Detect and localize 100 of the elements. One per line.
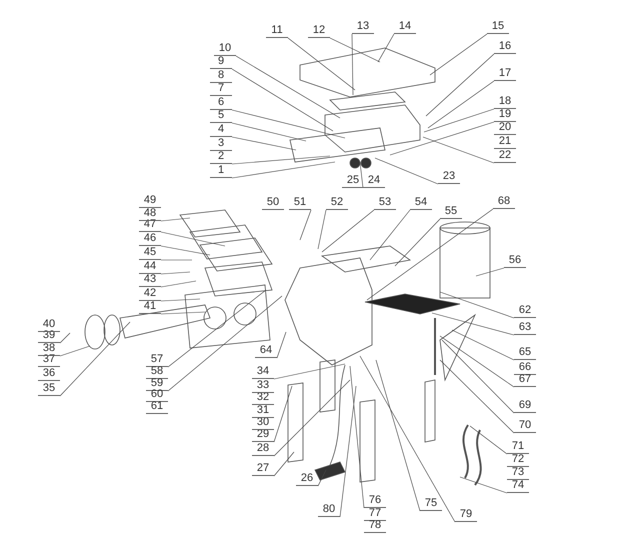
leader-line <box>160 298 200 302</box>
leader-line <box>232 122 306 142</box>
callout-number: 38 <box>38 342 60 356</box>
callout-number: 57 <box>146 353 168 367</box>
callout-number: 54 <box>410 196 432 210</box>
callout-number: 79 <box>455 508 477 522</box>
leader-line <box>424 108 494 132</box>
leader-line <box>330 38 380 62</box>
callout-number: 60 <box>146 388 168 402</box>
leader-line <box>160 272 190 274</box>
callout-number: 56 <box>504 254 526 268</box>
callout-number: 8 <box>210 69 232 83</box>
leader-line <box>460 476 508 494</box>
callout-number: 36 <box>38 367 60 381</box>
leader-line <box>352 34 354 96</box>
callout-number: 73 <box>507 466 529 480</box>
callout-number: 23 <box>438 170 460 184</box>
callout-number: 69 <box>514 399 536 413</box>
callout-number: 3 <box>210 137 232 151</box>
leader-line <box>318 210 326 250</box>
callout-number: 16 <box>494 40 516 54</box>
callout-number: 62 <box>514 304 536 318</box>
leader-line <box>274 452 294 476</box>
callout-number: 65 <box>514 346 536 360</box>
leader-line <box>360 356 456 522</box>
leader-line <box>366 208 494 300</box>
callout-number: 28 <box>252 442 274 456</box>
leader-line <box>452 330 514 360</box>
callout-number: 66 <box>514 361 536 375</box>
leader-line <box>232 156 330 164</box>
callout-number: 77 <box>364 507 386 521</box>
callout-number: 34 <box>252 365 274 379</box>
callout-number: 43 <box>139 273 161 287</box>
callout-number: 19 <box>494 108 516 122</box>
leader-line <box>232 162 336 178</box>
callout-number: 20 <box>494 121 516 135</box>
callout-number: 72 <box>507 453 529 467</box>
leader-line <box>274 364 346 380</box>
leader-line <box>422 136 494 164</box>
leader-line <box>426 54 494 116</box>
leader-line <box>322 210 374 252</box>
callout-number: 15 <box>487 20 509 34</box>
callout-number: 55 <box>440 205 462 219</box>
callout-number: 13 <box>352 20 374 34</box>
leader-line <box>432 312 514 336</box>
callout-number: 17 <box>494 67 516 81</box>
callout-number: 40 <box>38 318 60 332</box>
leader-line <box>60 346 90 356</box>
leader-line <box>168 290 266 368</box>
leader-line <box>288 38 356 90</box>
callout-number: 11 <box>266 24 288 38</box>
callout-number: 27 <box>252 462 274 476</box>
leader-line <box>340 386 356 518</box>
callout-number: 5 <box>210 109 232 123</box>
leader-line <box>470 426 508 454</box>
callout-number: 50 <box>262 196 284 210</box>
callout-number: 1 <box>210 164 232 178</box>
leader-line <box>390 122 494 156</box>
callout-number: 41 <box>139 300 161 314</box>
callout-number: 4 <box>210 123 232 137</box>
callout-number: 42 <box>139 287 161 301</box>
callout-number: 25 <box>342 174 364 188</box>
leader-line <box>160 232 226 246</box>
callout-number: 68 <box>493 195 515 209</box>
callout-number: 18 <box>494 95 516 109</box>
leader-line <box>318 470 326 486</box>
leader-line <box>440 336 514 388</box>
callout-number: 71 <box>507 440 529 454</box>
callout-number: 35 <box>38 382 60 396</box>
leader-line <box>160 218 190 222</box>
leader-line <box>374 158 438 184</box>
leader-line <box>232 68 334 132</box>
leader-line <box>160 312 206 314</box>
leader-line <box>350 366 364 508</box>
callout-number: 6 <box>210 96 232 110</box>
callout-number: 9 <box>210 55 232 69</box>
callout-number: 33 <box>252 379 274 393</box>
callout-number: 12 <box>308 24 330 38</box>
leader-line <box>360 162 364 188</box>
callout-number: 74 <box>507 479 529 493</box>
callout-number: 26 <box>296 472 318 486</box>
leader-line <box>232 110 346 138</box>
leader-line <box>440 360 514 434</box>
leader-line <box>232 136 296 150</box>
callout-number: 21 <box>494 135 516 149</box>
leader-line <box>60 332 70 344</box>
leader-line <box>160 246 210 256</box>
leader-line <box>476 268 504 276</box>
leader-line <box>160 280 196 288</box>
leader-line <box>274 380 350 456</box>
leader-line <box>370 210 410 260</box>
leader-line <box>428 80 494 128</box>
callout-number: 48 <box>139 207 161 221</box>
callout-number: 53 <box>374 196 396 210</box>
callout-number: 22 <box>494 149 516 163</box>
leader-line <box>442 340 514 414</box>
callout-number: 75 <box>420 497 442 511</box>
callout-number: 49 <box>139 194 161 208</box>
callout-number: 63 <box>514 321 536 335</box>
leader-line <box>376 360 420 512</box>
